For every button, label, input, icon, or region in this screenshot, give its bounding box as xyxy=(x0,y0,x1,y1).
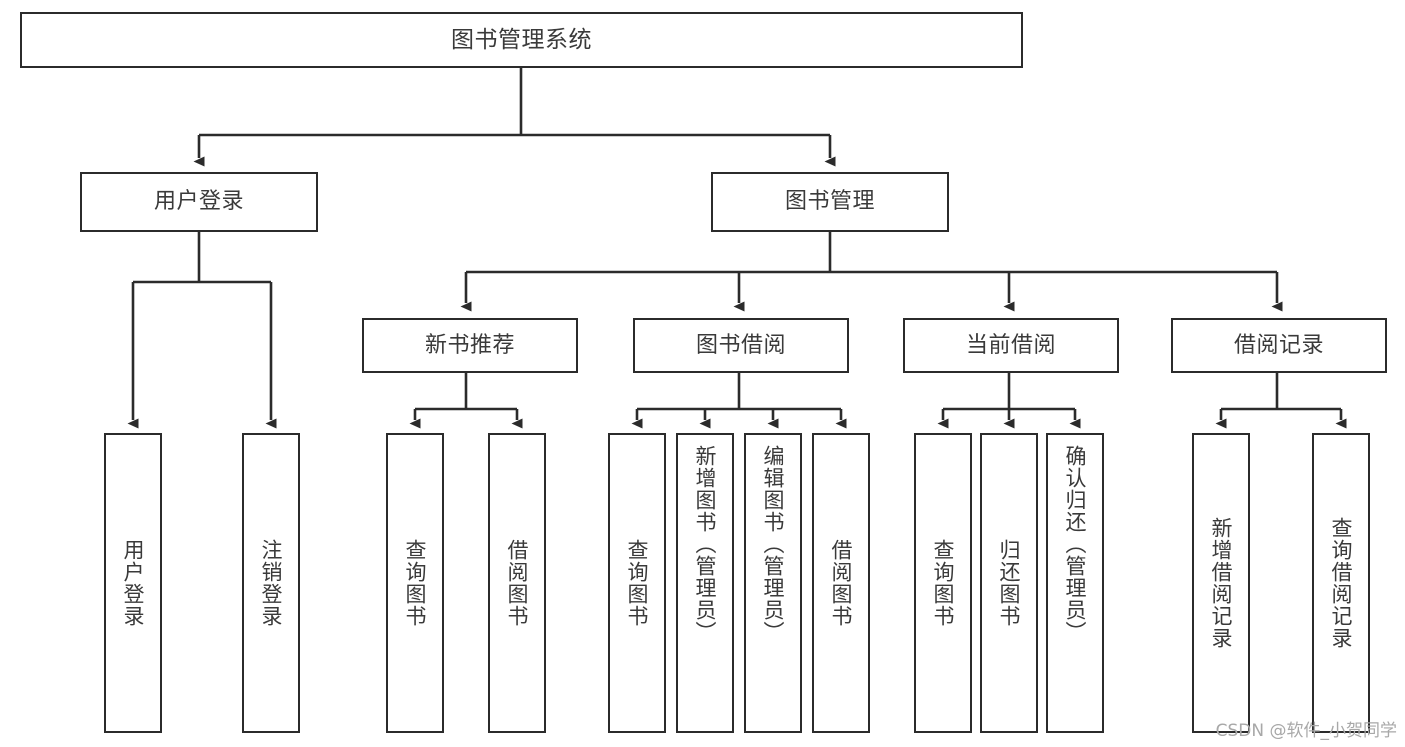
node-new-book-recommend[interactable]: 新书推荐 xyxy=(362,318,578,373)
node-root-label: 图书管理系统 xyxy=(451,26,592,53)
node-user-login[interactable]: 用户登录 xyxy=(80,172,318,232)
node-borrow-record-label: 借阅记录 xyxy=(1233,332,1324,358)
watermark-text: CSDN @软件_小贺同学 xyxy=(1215,721,1397,741)
leaf-add-book-label: 新增图书（管理员） xyxy=(693,445,718,643)
leaf-logout-label: 注销登录 xyxy=(259,539,284,627)
leaf-confirm-return[interactable]: 确认归还（管理员） xyxy=(1046,433,1104,733)
leaf-query-book-2-label: 查询图书 xyxy=(625,539,650,627)
node-user-login-label: 用户登录 xyxy=(153,189,244,214)
leaf-query-book-3[interactable]: 查询图书 xyxy=(914,433,972,733)
leaf-query-book-1[interactable]: 查询图书 xyxy=(386,433,444,733)
leaf-borrow-book-1-label: 借阅图书 xyxy=(505,539,530,627)
node-book-manage-label: 图书管理 xyxy=(784,189,875,214)
node-root[interactable]: 图书管理系统 xyxy=(20,12,1023,68)
node-borrow-record[interactable]: 借阅记录 xyxy=(1171,318,1387,373)
node-book-borrow-label: 图书借阅 xyxy=(695,332,786,358)
leaf-add-record[interactable]: 新增借阅记录 xyxy=(1192,433,1250,733)
leaf-return-book-label: 归还图书 xyxy=(997,539,1022,627)
leaf-return-book[interactable]: 归还图书 xyxy=(980,433,1038,733)
leaf-user-login-label: 用户登录 xyxy=(121,539,146,627)
leaf-query-book-2[interactable]: 查询图书 xyxy=(608,433,666,733)
leaf-edit-book-label: 编辑图书（管理员） xyxy=(761,445,786,643)
node-book-borrow[interactable]: 图书借阅 xyxy=(633,318,849,373)
leaf-user-login[interactable]: 用户登录 xyxy=(104,433,162,733)
leaf-query-book-1-label: 查询图书 xyxy=(403,539,428,627)
leaf-confirm-return-label: 确认归还（管理员） xyxy=(1063,445,1088,643)
node-book-manage[interactable]: 图书管理 xyxy=(711,172,949,232)
node-current-borrow[interactable]: 当前借阅 xyxy=(903,318,1119,373)
leaf-borrow-book-2[interactable]: 借阅图书 xyxy=(812,433,870,733)
leaf-add-record-label: 新增借阅记录 xyxy=(1209,517,1234,649)
node-current-borrow-label: 当前借阅 xyxy=(965,332,1056,358)
leaf-query-book-3-label: 查询图书 xyxy=(931,539,956,627)
leaf-add-book[interactable]: 新增图书（管理员） xyxy=(676,433,734,733)
leaf-borrow-book-1[interactable]: 借阅图书 xyxy=(488,433,546,733)
node-new-book-recommend-label: 新书推荐 xyxy=(424,332,515,358)
leaf-logout[interactable]: 注销登录 xyxy=(242,433,300,733)
leaf-query-record[interactable]: 查询借阅记录 xyxy=(1312,433,1370,733)
leaf-borrow-book-2-label: 借阅图书 xyxy=(829,539,854,627)
leaf-edit-book[interactable]: 编辑图书（管理员） xyxy=(744,433,802,733)
leaf-query-record-label: 查询借阅记录 xyxy=(1329,517,1354,649)
